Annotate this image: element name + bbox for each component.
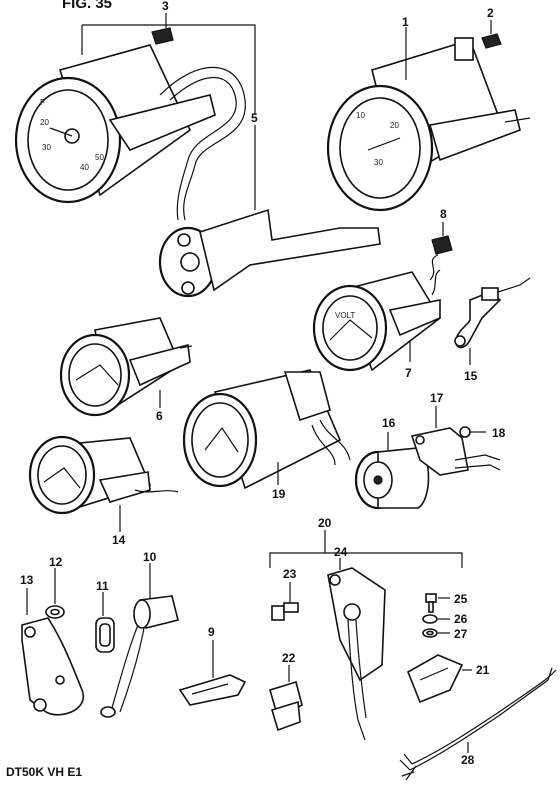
- svg-text:10: 10: [356, 111, 365, 120]
- callout-7: 7: [405, 366, 412, 380]
- part-21-clip: [406, 654, 464, 704]
- svg-text:50: 50: [95, 153, 104, 162]
- callout-26: 26: [454, 612, 468, 626]
- part-17-bracket: [410, 427, 501, 476]
- callout-6: 6: [156, 409, 163, 423]
- callout-16: 16: [382, 416, 396, 430]
- part-26-washer: [422, 614, 438, 624]
- part-11-grommet: [95, 617, 115, 653]
- part-3-bulb: [151, 27, 174, 45]
- part-23-bolt: [271, 602, 299, 621]
- part-9-plate: [178, 674, 247, 706]
- part-27-washer: [422, 628, 438, 638]
- callout-21: 21: [476, 663, 490, 677]
- part-8-bulb: [431, 235, 453, 255]
- part-15-clamp: [454, 277, 531, 349]
- part-10-socket: [100, 595, 179, 718]
- callout-11: 11: [96, 579, 109, 593]
- callout-15: 15: [464, 369, 478, 383]
- callout-28: 28: [461, 753, 475, 767]
- part-12-washer: [45, 605, 65, 619]
- callout-17: 17: [430, 391, 444, 405]
- callout-3: 3: [162, 0, 169, 13]
- callout-13: 13: [20, 573, 34, 587]
- svg-text:20: 20: [390, 121, 399, 130]
- leader-5-bracket: [81, 24, 256, 115]
- callout-24: 24: [334, 545, 348, 559]
- callout-1: 1: [402, 15, 409, 29]
- callout-14: 14: [112, 533, 126, 547]
- leader-20-bracket: [269, 552, 463, 568]
- svg-text:VOLT: VOLT: [335, 311, 355, 320]
- callout-12: 12: [49, 555, 63, 569]
- callout-27: 27: [454, 627, 468, 641]
- part-22-holder: [269, 680, 303, 732]
- footer-model-code: DT50K VH E1: [6, 765, 82, 779]
- callout-25: 25: [454, 592, 468, 606]
- callout-19: 19: [272, 487, 286, 501]
- callout-2: 2: [487, 6, 494, 20]
- part-16-cylinder: [354, 447, 430, 510]
- callout-8: 8: [440, 207, 447, 221]
- part-7-voltmeter: VOLT: [312, 254, 442, 372]
- svg-text:20: 20: [40, 118, 49, 127]
- part-28-wiring: [399, 667, 557, 781]
- part-13-stay: [21, 617, 85, 716]
- svg-text:F: F: [40, 98, 45, 107]
- part-2-bulb: [481, 33, 502, 49]
- part-1-tachometer: 10 20 30: [326, 37, 531, 212]
- part-5-meter-bracket: [158, 208, 381, 298]
- part-speedometer-left: F 20 30 40 50: [14, 44, 246, 221]
- svg-text:40: 40: [80, 163, 89, 172]
- svg-text:30: 30: [42, 143, 51, 152]
- callout-10: 10: [143, 550, 157, 564]
- part-24-bracket: [327, 567, 386, 741]
- svg-text:30: 30: [374, 158, 383, 167]
- callout-22: 22: [282, 651, 296, 665]
- callout-23: 23: [283, 567, 297, 581]
- part-6-gauge: [59, 317, 193, 417]
- callout-20: 20: [318, 516, 332, 530]
- part-14-gauge: [28, 435, 179, 515]
- callout-9: 9: [208, 625, 215, 639]
- callout-18: 18: [492, 426, 506, 440]
- part-18-screw: [459, 426, 486, 438]
- callout-5: 5: [251, 111, 258, 125]
- part-19-gauge: [182, 369, 351, 490]
- figure-title: FIG. 35: [62, 0, 112, 12]
- part-25-bolt: [425, 593, 437, 613]
